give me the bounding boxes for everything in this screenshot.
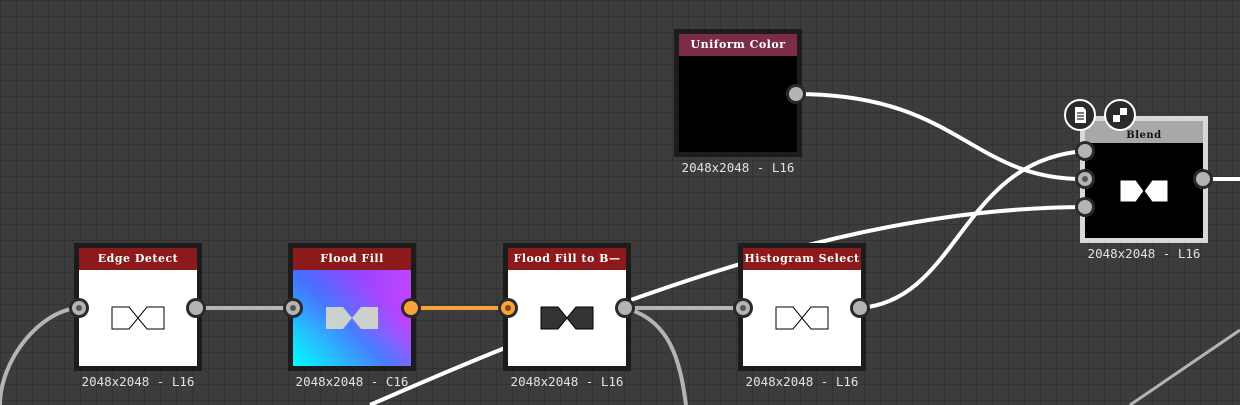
wire-histogram-to-blend-top[interactable] xyxy=(859,149,1086,310)
input-port[interactable] xyxy=(733,298,753,318)
input-port[interactable] xyxy=(283,298,303,318)
node-title: Histogram Select xyxy=(743,248,861,270)
node-title: Flood Fill xyxy=(293,248,411,270)
node-title: Edge Detect xyxy=(79,248,197,270)
output-port[interactable] xyxy=(186,298,206,318)
output-port[interactable] xyxy=(786,84,806,104)
input-port-mask[interactable] xyxy=(1075,169,1095,189)
node-title: Flood Fill to B— xyxy=(508,248,626,270)
input-port-background[interactable] xyxy=(1075,197,1095,217)
node-title: Uniform Color xyxy=(679,34,797,56)
output-port[interactable] xyxy=(401,298,421,318)
node-thumbnail xyxy=(679,56,797,152)
node-size-label: 2048x2048 - L16 xyxy=(681,160,795,175)
input-port[interactable] xyxy=(69,298,89,318)
node-flood-fill-to-bw[interactable]: Flood Fill to B— 2048x2048 - L16 xyxy=(498,243,635,389)
input-port[interactable] xyxy=(498,298,518,318)
document-icon[interactable] xyxy=(1064,99,1096,131)
node-title: Blend xyxy=(1085,121,1203,143)
node-uniform-color[interactable]: Uniform Color 2048x2048 - L16 xyxy=(674,29,806,175)
node-thumbnail xyxy=(79,270,197,366)
input-port-foreground[interactable] xyxy=(1075,141,1095,161)
node-thumbnail xyxy=(1085,143,1203,238)
wire-bottom-right-offscreen[interactable] xyxy=(1129,328,1240,405)
node-flood-fill[interactable]: Flood Fill 2048x2048 - C16 xyxy=(283,243,421,389)
node-edge-detect[interactable]: Edge Detect 2048x2048 - L16 xyxy=(69,243,206,389)
node-size-label: 2048x2048 - L16 xyxy=(1087,246,1201,261)
node-thumbnail xyxy=(743,270,861,366)
node-blend[interactable]: Blend 2048x2048 - L16 xyxy=(1075,116,1213,261)
node-size-label: 2048x2048 - L16 xyxy=(745,374,859,389)
bowtie-icon xyxy=(775,306,829,330)
bowtie-icon xyxy=(540,306,594,330)
wire-uniform-color-to-blend-mask[interactable] xyxy=(795,92,1086,182)
node-thumbnail xyxy=(508,270,626,366)
output-port[interactable] xyxy=(1193,169,1213,189)
bowtie-icon xyxy=(1119,179,1169,202)
bowtie-icon xyxy=(111,306,165,330)
output-port[interactable] xyxy=(615,298,635,318)
checker-icon[interactable] xyxy=(1104,99,1136,131)
node-thumbnail xyxy=(293,270,411,366)
wire-flood-fill-bw-offscreen[interactable] xyxy=(624,306,688,405)
output-port[interactable] xyxy=(850,298,870,318)
node-size-label: 2048x2048 - L16 xyxy=(81,374,195,389)
node-size-label: 2048x2048 - C16 xyxy=(295,374,409,389)
node-size-label: 2048x2048 - L16 xyxy=(510,374,624,389)
node-histogram-select[interactable]: Histogram Select 2048x2048 - L16 xyxy=(733,243,870,389)
bowtie-icon xyxy=(326,307,378,329)
wire-offscreen-to-edge-detect[interactable] xyxy=(0,306,80,405)
